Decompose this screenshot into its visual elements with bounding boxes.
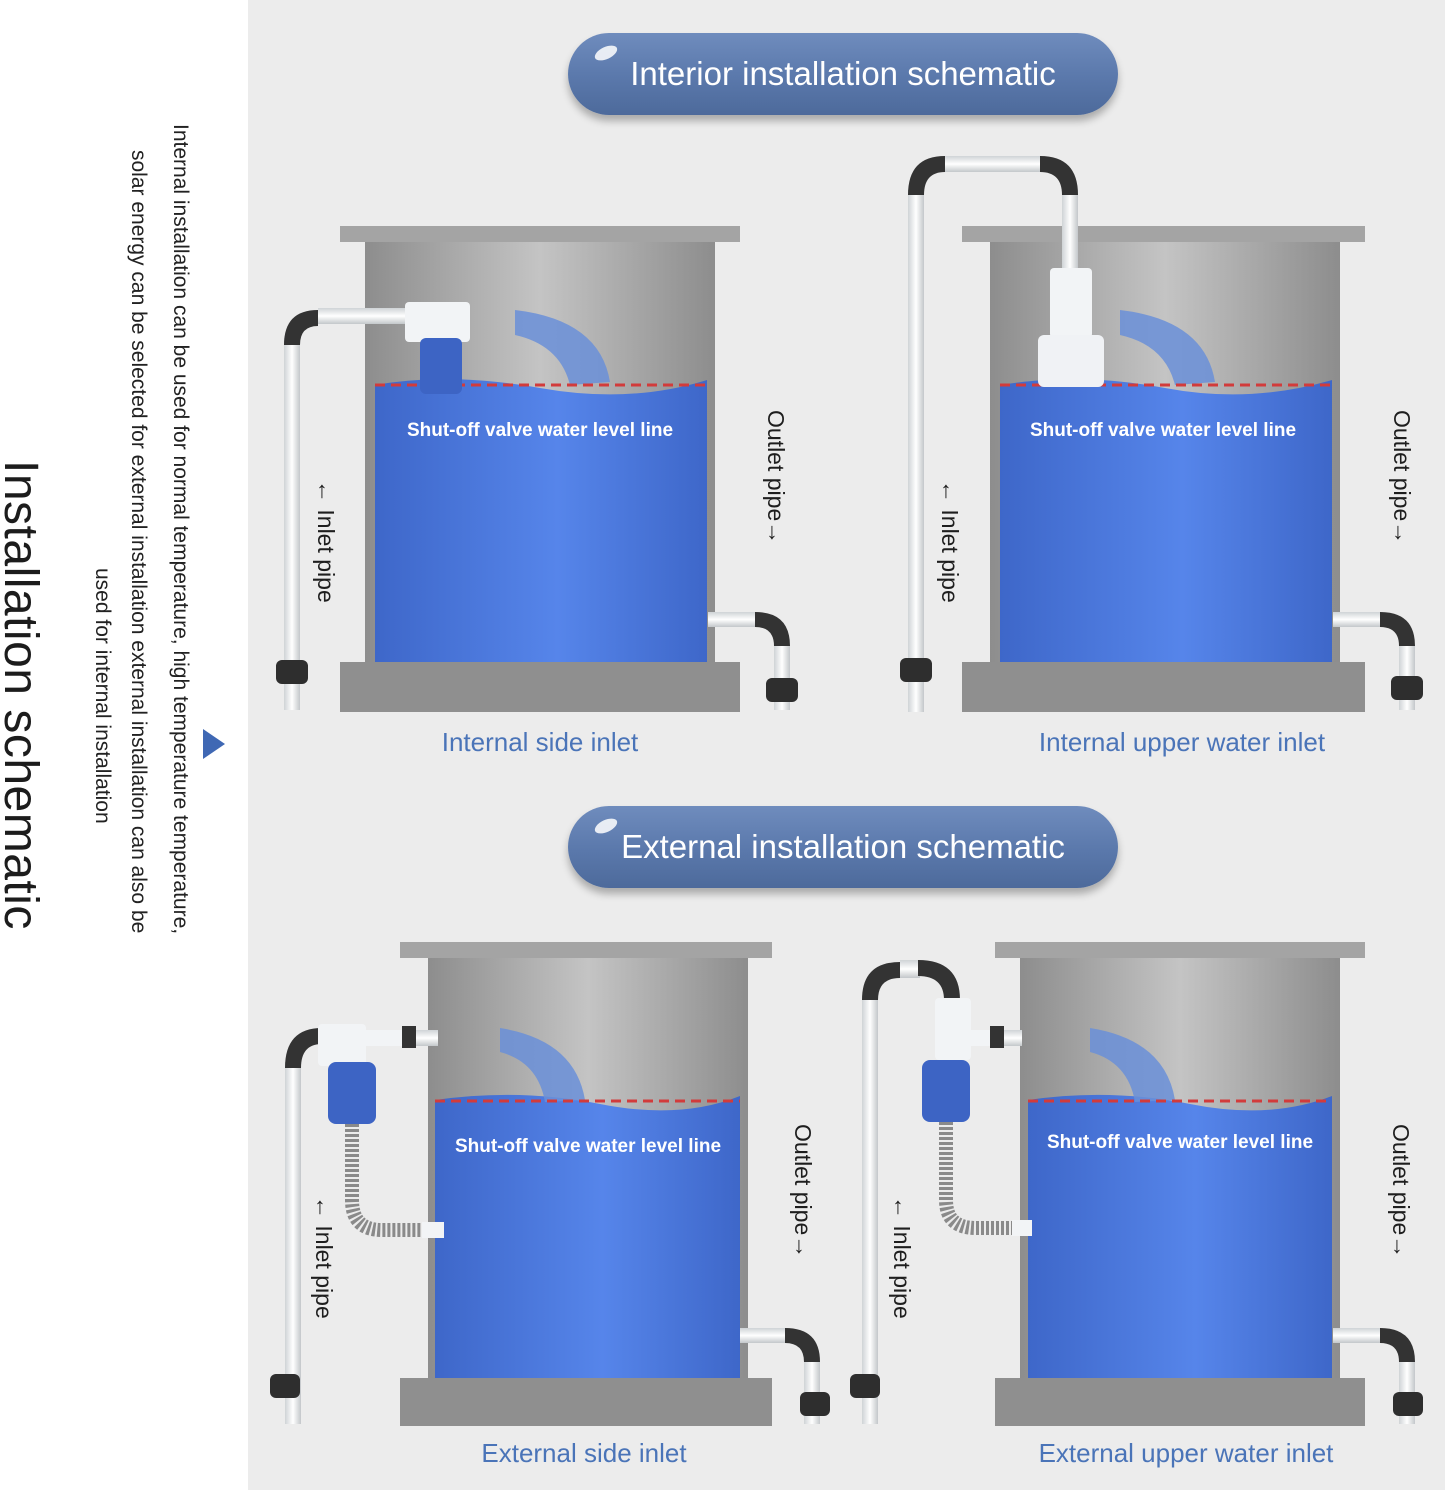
water-stream xyxy=(500,1028,585,1102)
diagram-external-upper-inlet: Shut-off valve water level line ← Inlet … xyxy=(850,942,1423,1468)
inlet-shutoff-valve-icon xyxy=(270,1374,300,1398)
valve-body xyxy=(935,998,971,1060)
outlet-pipe-label: Outlet pipe→ xyxy=(1389,410,1415,544)
outlet-elbow xyxy=(755,612,790,646)
tank-rim xyxy=(995,942,1365,958)
outlet-pipe-label: Outlet pipe→ xyxy=(790,1124,816,1258)
outlet-elbow xyxy=(1380,1328,1415,1362)
flexible-hose xyxy=(939,1122,1020,1235)
pipe-elbow-2 xyxy=(918,960,960,1000)
outlet-shutoff-valve-icon xyxy=(800,1392,830,1416)
water-body xyxy=(1000,379,1332,662)
tank-base xyxy=(340,662,740,712)
valve-float xyxy=(420,338,462,394)
sidebar: Installation schematic Internal installa… xyxy=(0,0,248,1490)
water-stream xyxy=(1120,310,1215,385)
inlet-horizontal-pipe xyxy=(945,156,1040,172)
tank-rim xyxy=(340,226,740,242)
tank-rim xyxy=(962,226,1365,242)
valve-nut xyxy=(402,1026,416,1048)
inlet-pipe-label: ← Inlet pipe xyxy=(889,1196,915,1319)
inlet-pipe xyxy=(862,996,878,1424)
outlet-pipe-label: Outlet pipe→ xyxy=(763,410,789,544)
inlet-pipe-label: ← Inlet pipe xyxy=(937,480,963,603)
hose-connector xyxy=(422,1222,444,1238)
tank-base xyxy=(400,1378,772,1426)
tank-entry-pipe xyxy=(1004,1030,1022,1046)
inlet-pipe-label: ← Inlet pipe xyxy=(311,1196,337,1319)
tank-base xyxy=(962,662,1365,712)
outlet-elbow xyxy=(785,1328,820,1362)
description-line-2: solar energy can be selected for externa… xyxy=(127,150,150,934)
description-line-3: used for internal installation xyxy=(91,568,114,824)
level-label: Shut-off valve water level line xyxy=(1030,420,1296,441)
water-body xyxy=(435,1094,740,1378)
water-stream xyxy=(515,310,610,385)
pipe-elbow xyxy=(908,156,945,195)
valve-arm xyxy=(970,1030,992,1046)
outlet-pipe-label: Outlet pipe→ xyxy=(1388,1124,1414,1258)
water-body xyxy=(375,379,707,662)
pipe-elbow xyxy=(285,1028,322,1068)
diagram-internal-upper-inlet: Shut-off valve water level line ← Inlet … xyxy=(900,156,1423,757)
valve-arm xyxy=(366,1030,406,1046)
level-label: Shut-off valve water level line xyxy=(1047,1132,1313,1153)
outlet-elbow xyxy=(1380,612,1415,646)
diagram-caption: External side inlet xyxy=(481,1438,687,1468)
inlet-pipe-label: ← Inlet pipe xyxy=(313,480,339,603)
tank-entry-pipe xyxy=(416,1030,438,1046)
inlet-pipe xyxy=(908,190,924,712)
inlet-horizontal-pipe xyxy=(318,308,408,324)
outlet-horizontal-pipe xyxy=(740,1328,788,1343)
tank-rim xyxy=(400,942,772,958)
inlet-drop-pipe xyxy=(1062,195,1078,270)
water-body xyxy=(1028,1094,1332,1378)
tank-base xyxy=(995,1378,1365,1426)
valve-nut xyxy=(990,1026,1004,1048)
inlet-pipe xyxy=(285,1062,301,1424)
pipe-elbow xyxy=(284,310,318,345)
outlet-horizontal-pipe xyxy=(1333,1328,1383,1343)
outlet-shutoff-valve-icon xyxy=(1391,676,1423,700)
outlet-horizontal-pipe xyxy=(1333,612,1383,627)
valve-float xyxy=(328,1062,376,1124)
pointer-arrow-icon xyxy=(203,729,225,759)
hose-connector xyxy=(1012,1220,1032,1236)
inlet-horizontal-pipe xyxy=(900,960,920,978)
level-label: Shut-off valve water level line xyxy=(407,420,673,441)
pipe-elbow xyxy=(862,962,900,1000)
diagram-external-side-inlet: Shut-off valve water level line ← Inlet … xyxy=(270,942,830,1468)
pipe-elbow-2 xyxy=(1040,156,1078,195)
inlet-pipe xyxy=(284,338,300,710)
valve-body xyxy=(318,1024,366,1066)
description-line-1: Internal installation can be used for no… xyxy=(169,124,192,935)
outlet-shutoff-valve-icon xyxy=(1393,1392,1423,1416)
flexible-hose xyxy=(345,1124,430,1237)
valve-body xyxy=(405,302,470,342)
diagram-caption: Internal upper water inlet xyxy=(1039,727,1326,757)
level-label: Shut-off valve water level line xyxy=(455,1136,721,1157)
valve-float xyxy=(922,1060,970,1122)
water-stream xyxy=(1090,1028,1175,1102)
diagram-internal-side-inlet: Shut-off valve water level line ← Inlet … xyxy=(276,226,798,757)
valve-float xyxy=(1038,335,1104,387)
outlet-horizontal-pipe xyxy=(708,612,758,627)
inlet-shutoff-valve-icon xyxy=(850,1374,880,1398)
inlet-shutoff-valve-icon xyxy=(276,660,308,684)
valve-body xyxy=(1050,268,1092,338)
inlet-shutoff-valve-icon xyxy=(900,658,932,682)
section-title-interior: Interior installation schematic xyxy=(568,33,1118,115)
diagram-caption: Internal side inlet xyxy=(442,727,639,757)
outlet-shutoff-valve-icon xyxy=(766,678,798,702)
section-title-external: External installation schematic xyxy=(568,806,1118,888)
main-title: Installation schematic xyxy=(0,460,47,930)
diagram-caption: External upper water inlet xyxy=(1039,1438,1335,1468)
